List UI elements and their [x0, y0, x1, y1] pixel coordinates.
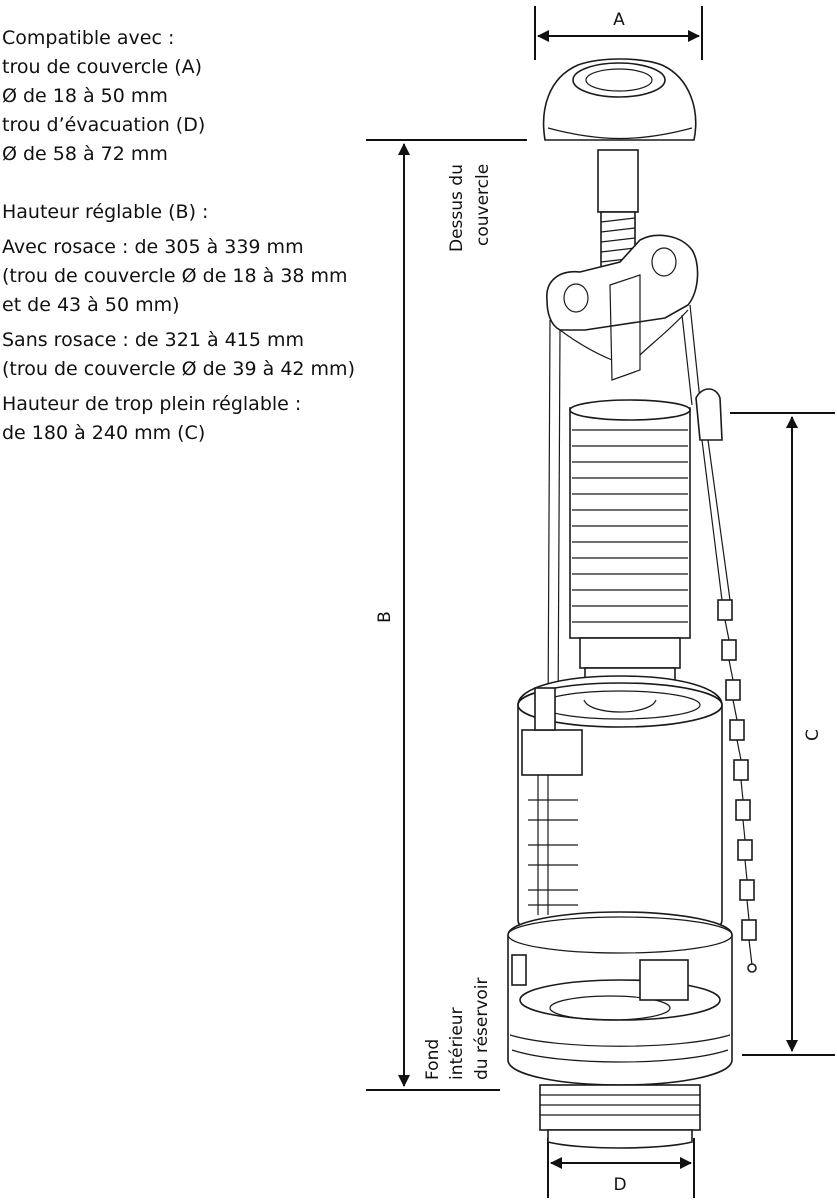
- overflow-line-1: Hauteur de trop plein réglable :: [2, 393, 302, 415]
- guide-rods: [547, 304, 701, 721]
- drain-hole-label: trou d’évacuation (D): [2, 114, 206, 136]
- lid-hole-label: trou de couvercle (A): [2, 56, 203, 78]
- outlet-thread: [539, 1084, 701, 1149]
- height-adjuster: [521, 687, 583, 915]
- tank-bottom-label-line-1: Fond: [423, 1039, 443, 1080]
- dimension-c: C: [730, 412, 835, 1056]
- with-rosette-line-1: Avec rosace : de 305 à 339 mm: [2, 236, 304, 258]
- overflow-tube: [569, 399, 691, 709]
- dimension-b: B: [366, 139, 527, 1091]
- with-rosette-line-3: et de 43 à 50 mm): [2, 294, 180, 316]
- flush-valve-drawing: [507, 58, 757, 1149]
- without-rosette-line-2: (trou de couvercle Ø de 39 à 42 mm): [2, 358, 355, 380]
- overflow-line-2: de 180 à 240 mm (C): [2, 422, 206, 444]
- without-rosette-line-1: Sans rosace : de 321 à 415 mm: [2, 329, 304, 351]
- lid-top-label: Dessus du couvercle: [447, 164, 493, 252]
- tank-bottom-label-line-3: du réservoir: [472, 977, 492, 1080]
- compat-title: Compatible avec :: [2, 27, 175, 49]
- stem: [597, 149, 639, 283]
- lid-hole-range: Ø de 18 à 50 mm: [2, 85, 168, 107]
- lid-top-label-line-1: Dessus du: [447, 164, 467, 252]
- dim-b-label: B: [375, 611, 395, 623]
- lid-top-label-line-2: couvercle: [473, 164, 493, 246]
- chain: [695, 388, 757, 973]
- with-rosette-line-2: (trou de couvercle Ø de 18 à 38 mm: [2, 265, 348, 287]
- dim-c-label: C: [803, 729, 823, 741]
- tank-bottom-label: Fond intérieur du réservoir: [423, 977, 492, 1080]
- dim-d-label: D: [613, 1175, 626, 1195]
- push-button: [542, 58, 697, 141]
- top-bracket: [546, 234, 699, 381]
- specifications-text: Compatible avec : trou de couvercle (A) …: [2, 24, 382, 448]
- tank-bottom-label-line-2: intérieur: [447, 1007, 467, 1080]
- dimension-d: D: [547, 1138, 695, 1198]
- drain-hole-range: Ø de 58 à 72 mm: [2, 143, 168, 165]
- dimension-a: A: [534, 6, 703, 60]
- valve-base: [507, 911, 733, 1086]
- dim-a-label: A: [613, 10, 625, 30]
- height-title: Hauteur réglable (B) :: [2, 201, 209, 223]
